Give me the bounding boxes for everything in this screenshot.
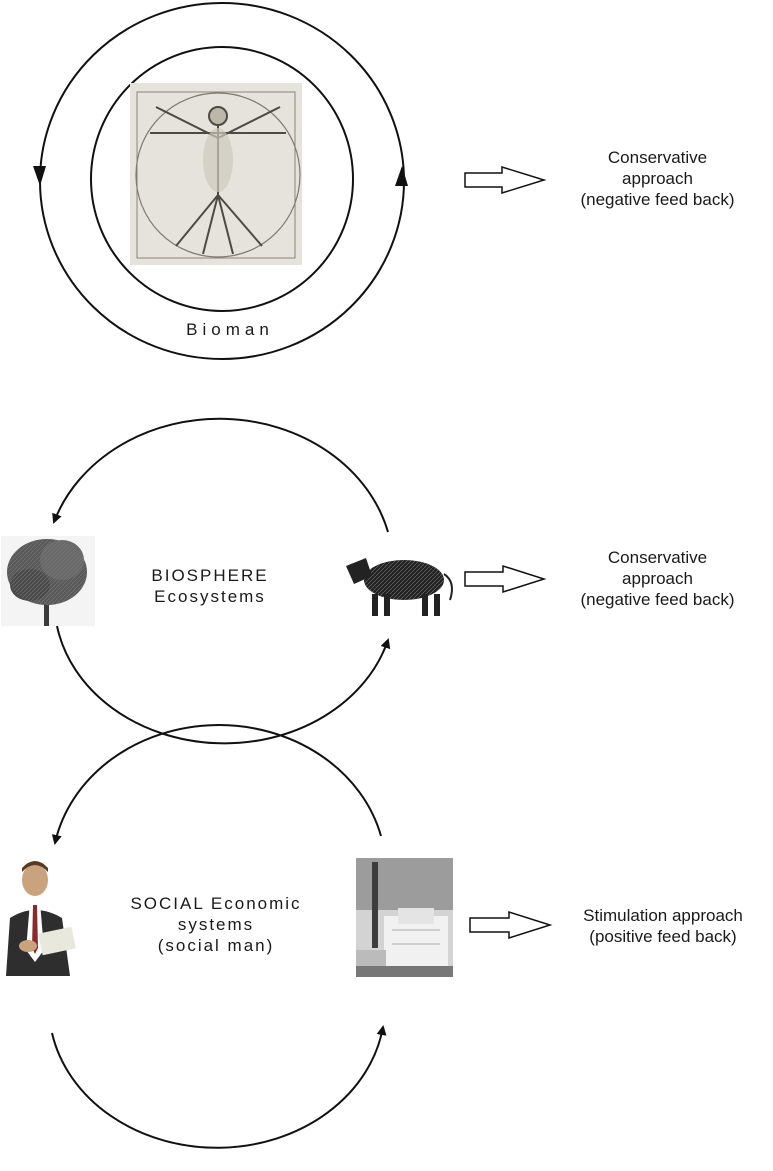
side-text-2-line-2: approach <box>622 569 693 588</box>
biosphere-label-line-1: BIOSPHERE <box>151 566 269 585</box>
hollow-arrow-1 <box>464 165 547 195</box>
upper-arc-3 <box>51 724 382 845</box>
tree-image <box>1 536 95 626</box>
side-text-2-line-3: (negative feed back) <box>580 590 735 609</box>
inner-ring <box>90 46 354 312</box>
bioman-cycle <box>33 2 408 360</box>
lower-arc-3 <box>51 1025 387 1149</box>
up-arrowhead <box>395 166 408 186</box>
side-text-1-line-3: (negative feed back) <box>580 190 735 209</box>
side-text-3: Stimulation approach (positive feed back… <box>553 905 773 947</box>
vitruvian-man-image <box>130 83 302 265</box>
social-label-line-2: systems <box>177 915 255 934</box>
businessman-image <box>0 853 78 976</box>
side-text-3-line-1: Stimulation approach <box>583 906 743 925</box>
social-label-line-1: SOCIAL Economic <box>130 894 302 913</box>
biosphere-cycle <box>52 417 391 745</box>
social-label: SOCIAL Economic systems (social man) <box>96 893 336 956</box>
side-text-2-line-1: Conservative <box>607 548 708 567</box>
social-cycle <box>51 724 387 1149</box>
factory-image <box>356 858 453 977</box>
cow-image <box>342 546 462 622</box>
upper-arc-2 <box>52 417 389 533</box>
down-arrowhead <box>33 166 46 186</box>
side-text-3-line-2: (positive feed back) <box>589 927 737 946</box>
side-text-1-line-2: approach <box>622 169 693 188</box>
lower-arc-2 <box>56 625 391 745</box>
social-label-line-3: (social man) <box>157 936 275 955</box>
biosphere-label-line-2: Ecosystems <box>154 587 266 606</box>
side-text-2: Conservative approach (negative feed bac… <box>545 547 770 610</box>
bioman-label: Bioman <box>186 320 274 339</box>
side-text-1: Conservative approach (negative feed bac… <box>545 147 770 210</box>
hollow-arrow-2 <box>464 564 547 594</box>
hollow-arrow-3 <box>469 910 553 940</box>
biosphere-label: BIOSPHERE Ecosystems <box>120 565 300 607</box>
side-text-1-line-1: Conservative <box>607 148 708 167</box>
